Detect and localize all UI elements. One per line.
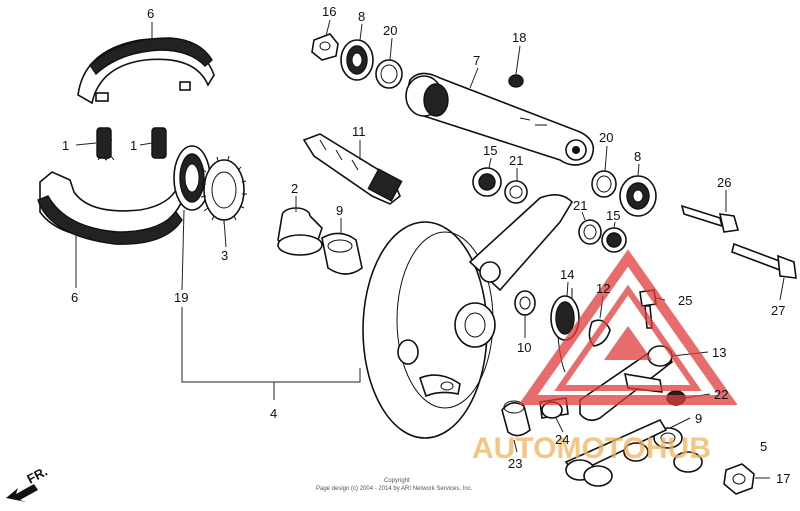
callout-21-upper: 21 xyxy=(509,153,523,168)
collar-23 xyxy=(501,400,531,437)
callout-10: 10 xyxy=(517,340,531,355)
callout-14: 14 xyxy=(560,267,574,282)
callout-22: 22 xyxy=(714,387,728,402)
watermark-text: AUTOMOTOHUB xyxy=(472,432,711,465)
brake-rod xyxy=(564,418,703,487)
bushing-left xyxy=(321,232,363,275)
callout-3: 3 xyxy=(221,248,228,263)
torque-link xyxy=(405,72,595,166)
front-direction-arrow: FR. xyxy=(6,464,50,502)
callout-25: 25 xyxy=(678,293,692,308)
bearing-8-right xyxy=(619,175,657,217)
bearing-top xyxy=(340,39,374,81)
brake-spring-right xyxy=(151,127,167,159)
brake-panel xyxy=(362,194,574,439)
callout-27: 27 xyxy=(771,303,785,318)
callout-8-upper: 8 xyxy=(358,9,365,24)
copyright-line-2: Page design (c) 2004 - 2014 by ARI Netwo… xyxy=(316,486,473,492)
callout-4: 4 xyxy=(270,406,277,421)
copyright-line-1: Copyright xyxy=(384,478,410,484)
seal-ring-top xyxy=(375,59,403,89)
nut-17 xyxy=(723,463,755,495)
callout-1-right: 1 xyxy=(130,138,137,153)
callout-12: 12 xyxy=(596,281,610,296)
callout-16: 16 xyxy=(322,4,336,19)
callout-7: 7 xyxy=(473,53,480,68)
bearing-15-upper xyxy=(472,167,502,197)
callout-20-upper: 20 xyxy=(383,23,397,38)
callout-6-upper: 6 xyxy=(147,6,154,21)
callout-1-left: 1 xyxy=(62,138,69,153)
callout-11: 11 xyxy=(352,124,366,139)
callout-labels: 6 1 1 6 19 3 2 9 11 16 8 20 18 7 15 21 2… xyxy=(62,4,790,486)
collar xyxy=(277,207,323,256)
nut-top xyxy=(311,33,339,61)
callout-15-lower: 15 xyxy=(606,208,620,223)
bearing-15-lower xyxy=(601,227,627,253)
callout-8-right: 8 xyxy=(634,149,641,164)
callout-17: 17 xyxy=(776,471,790,486)
bolt-26 xyxy=(680,204,740,233)
copyright-notice: Copyright Page design (c) 2004 - 2014 by… xyxy=(316,478,473,492)
callout-26: 26 xyxy=(717,175,731,190)
ring-21-upper xyxy=(504,180,528,204)
washer-10 xyxy=(514,290,536,316)
grease-nipple xyxy=(508,74,524,88)
leader-lines xyxy=(75,19,785,479)
brake-cam-shaft xyxy=(302,133,403,205)
callout-9-upper: 9 xyxy=(336,203,343,218)
callout-13: 13 xyxy=(712,345,726,360)
oil-seal xyxy=(173,145,211,211)
callout-5: 5 xyxy=(760,439,767,454)
callout-6-lower: 6 xyxy=(71,290,78,305)
callout-9-lower: 9 xyxy=(695,411,702,426)
ring-21-lower xyxy=(578,219,602,245)
callout-21-lower: 21 xyxy=(573,198,587,213)
callout-24: 24 xyxy=(555,432,569,447)
ring-20-right xyxy=(591,170,617,198)
callout-23: 23 xyxy=(508,456,522,471)
brake-spring-left xyxy=(96,127,115,161)
callout-20-right: 20 xyxy=(599,130,613,145)
callout-19: 19 xyxy=(174,290,188,305)
callout-2: 2 xyxy=(291,181,298,196)
callout-18: 18 xyxy=(512,30,526,45)
direction-label: FR. xyxy=(24,464,50,487)
callout-15-upper: 15 xyxy=(483,143,497,158)
brake-shoe-lower xyxy=(37,171,187,245)
brake-shoe-upper xyxy=(77,37,215,105)
watermark-logo: AUTOMOTOHUB xyxy=(472,249,738,465)
bolt-27 xyxy=(731,242,797,279)
drive-gear xyxy=(200,155,247,224)
